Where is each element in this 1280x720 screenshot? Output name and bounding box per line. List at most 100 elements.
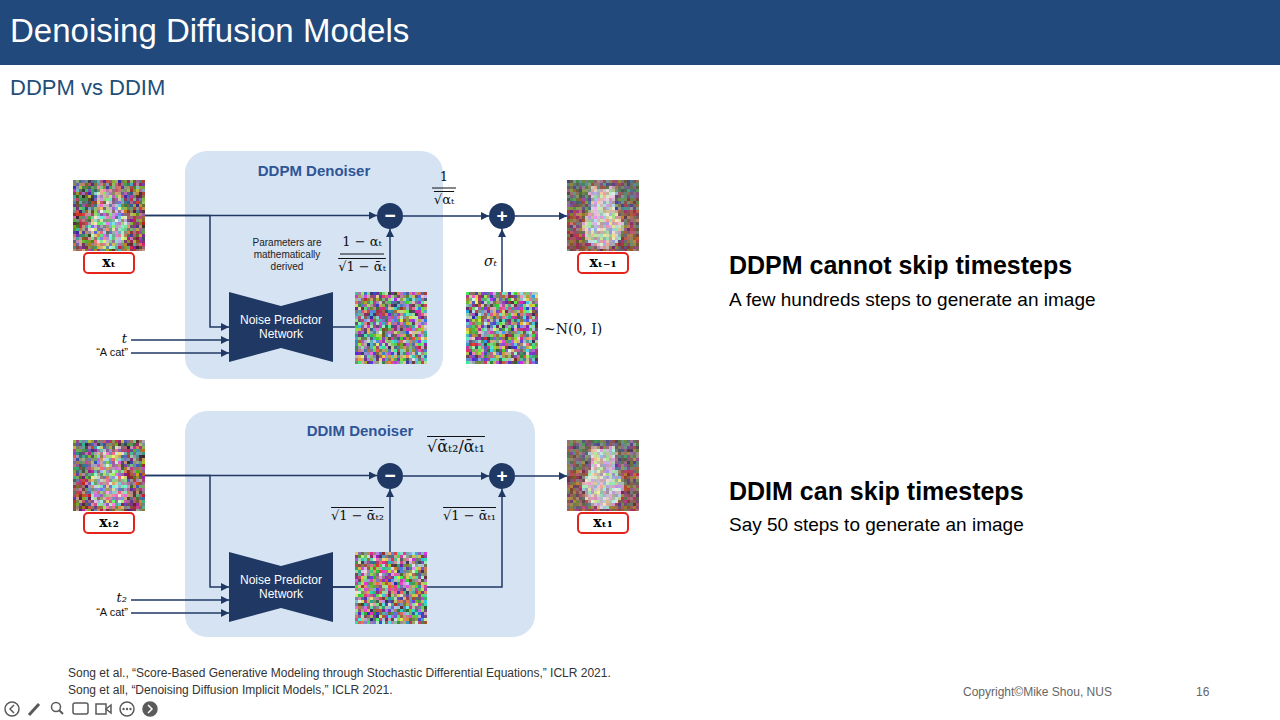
pixel bbox=[406, 594, 409, 597]
pixel bbox=[367, 585, 370, 588]
pixel bbox=[76, 198, 79, 201]
pixel bbox=[379, 340, 382, 343]
pixel bbox=[412, 322, 415, 325]
pixel bbox=[358, 585, 361, 588]
pixel bbox=[499, 334, 502, 337]
pixel bbox=[364, 561, 367, 564]
pixel bbox=[409, 585, 412, 588]
pixel bbox=[409, 591, 412, 594]
pixel bbox=[385, 295, 388, 298]
pixel bbox=[535, 355, 538, 358]
pixel bbox=[484, 346, 487, 349]
pixel bbox=[529, 322, 532, 325]
pixel bbox=[406, 298, 409, 301]
pixel bbox=[88, 192, 91, 195]
pixel bbox=[379, 346, 382, 349]
pixel bbox=[418, 298, 421, 301]
pixel bbox=[511, 298, 514, 301]
pixel bbox=[475, 301, 478, 304]
pixel bbox=[400, 573, 403, 576]
pixel bbox=[370, 361, 373, 364]
pixel bbox=[94, 186, 97, 189]
pixel bbox=[406, 576, 409, 579]
pixel bbox=[412, 588, 415, 591]
pixel bbox=[379, 307, 382, 310]
pixel bbox=[358, 301, 361, 304]
pixel bbox=[355, 349, 358, 352]
pixel bbox=[409, 615, 412, 618]
pixel bbox=[385, 325, 388, 328]
pixel bbox=[412, 597, 415, 600]
pixel bbox=[364, 325, 367, 328]
pixel bbox=[517, 298, 520, 301]
pixel bbox=[484, 316, 487, 319]
pixel bbox=[400, 570, 403, 573]
pixel bbox=[370, 358, 373, 361]
pixel bbox=[406, 355, 409, 358]
pixel bbox=[478, 343, 481, 346]
pixel bbox=[391, 337, 394, 340]
pixel bbox=[481, 292, 484, 295]
pixel bbox=[94, 198, 97, 201]
pixel bbox=[403, 325, 406, 328]
input-wire bbox=[131, 599, 229, 601]
pixel bbox=[364, 328, 367, 331]
pixel bbox=[490, 349, 493, 352]
pixel bbox=[406, 582, 409, 585]
pixel bbox=[88, 207, 91, 210]
pixel bbox=[406, 591, 409, 594]
pixel bbox=[499, 343, 502, 346]
pixel bbox=[415, 603, 418, 606]
pixel bbox=[493, 295, 496, 298]
pixel bbox=[391, 313, 394, 316]
pixel bbox=[403, 340, 406, 343]
pixel bbox=[106, 189, 109, 192]
pixel bbox=[526, 298, 529, 301]
pixel bbox=[412, 606, 415, 609]
pixel bbox=[424, 597, 427, 600]
pixel bbox=[505, 349, 508, 352]
pixel bbox=[502, 316, 505, 319]
pixel bbox=[403, 606, 406, 609]
pixel bbox=[355, 576, 358, 579]
pixel bbox=[376, 588, 379, 591]
pixel bbox=[73, 201, 76, 204]
pixel bbox=[373, 358, 376, 361]
pixel bbox=[529, 298, 532, 301]
pixel bbox=[496, 319, 499, 322]
pixel bbox=[535, 334, 538, 337]
pixel bbox=[415, 349, 418, 352]
pixel bbox=[106, 198, 109, 201]
pixel bbox=[364, 567, 367, 570]
pixel bbox=[508, 298, 511, 301]
pixel bbox=[403, 316, 406, 319]
pixel bbox=[496, 307, 499, 310]
pixel bbox=[91, 192, 94, 195]
pixel bbox=[376, 579, 379, 582]
pixel bbox=[412, 298, 415, 301]
pixel bbox=[379, 331, 382, 334]
pixel bbox=[481, 331, 484, 334]
pixel bbox=[475, 355, 478, 358]
pixel bbox=[415, 298, 418, 301]
pixel bbox=[397, 585, 400, 588]
pixel bbox=[355, 579, 358, 582]
pixel bbox=[397, 561, 400, 564]
pixel bbox=[139, 192, 142, 195]
pixel bbox=[88, 204, 91, 207]
pixel bbox=[508, 346, 511, 349]
pixel bbox=[481, 340, 484, 343]
pixel bbox=[370, 573, 373, 576]
pixel bbox=[514, 328, 517, 331]
pixel bbox=[376, 358, 379, 361]
pixel bbox=[400, 588, 403, 591]
pixel bbox=[424, 558, 427, 561]
pixel bbox=[415, 328, 418, 331]
pixel bbox=[100, 183, 103, 186]
pixel bbox=[535, 310, 538, 313]
pixel bbox=[472, 292, 475, 295]
pixel bbox=[97, 198, 100, 201]
pixel bbox=[409, 576, 412, 579]
pixel bbox=[526, 331, 529, 334]
pixel bbox=[379, 600, 382, 603]
